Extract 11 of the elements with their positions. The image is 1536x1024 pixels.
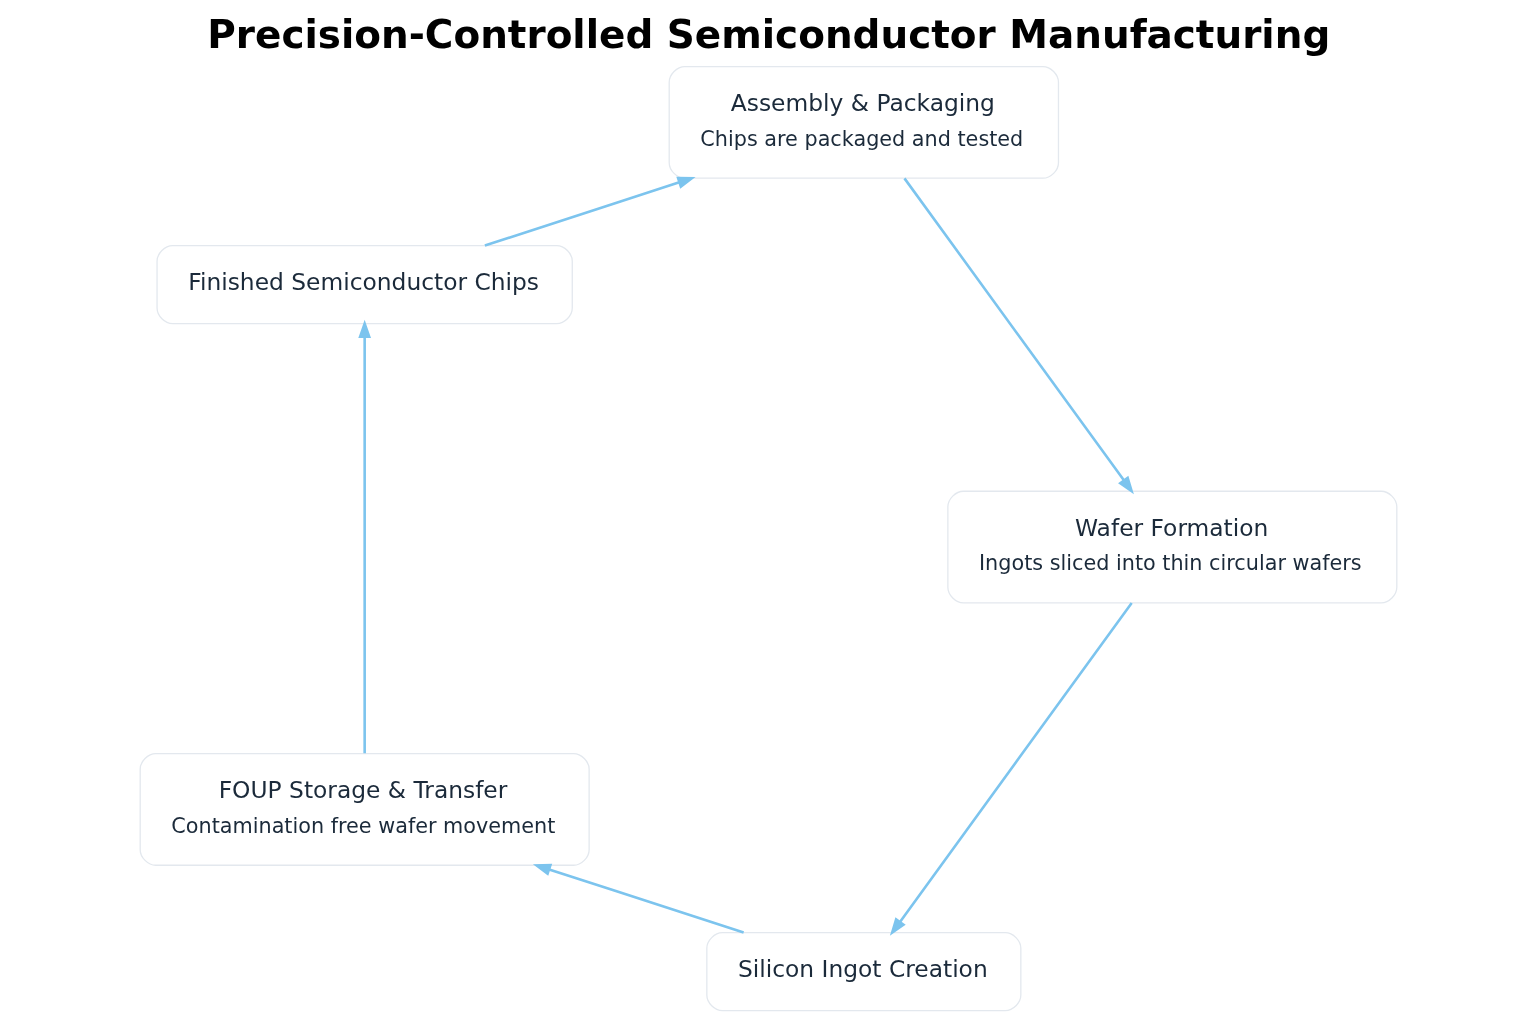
arrow [532, 863, 744, 934]
node-box: Silicon Ingot Creation [705, 932, 1021, 1012]
diagram-title: Precision-Controlled Semiconductor Manufacturing [206, 12, 1330, 58]
arrow [902, 177, 1134, 495]
arrow [889, 602, 1133, 936]
node-box: Assembly & Packaging Chips are packaged and tested [668, 65, 1059, 179]
node-box: FOUP Storage & Transfer Contamination free wafer movement [139, 753, 590, 866]
node-box: Finished Semiconductor Chips [155, 245, 573, 325]
arrow [483, 176, 696, 247]
arrow [357, 319, 371, 754]
node-box: Wafer Formation Ingots sliced into thin circular wafers [946, 490, 1397, 604]
